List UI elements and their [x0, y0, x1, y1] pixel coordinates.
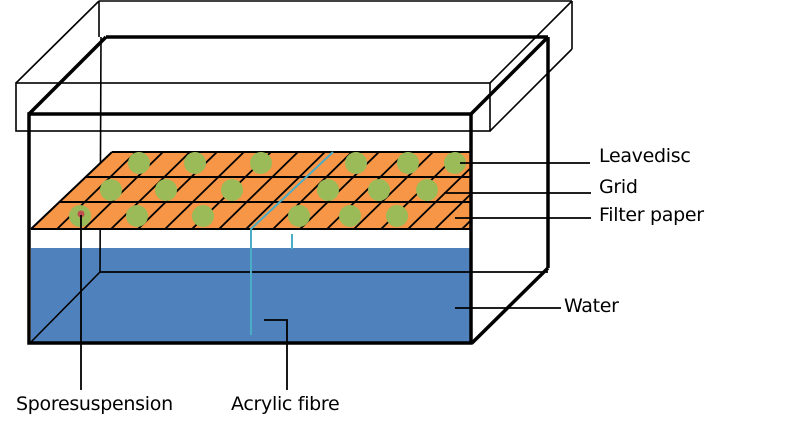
leaf-disc: [155, 179, 177, 201]
label-leavedisc: Leavedisc: [599, 145, 691, 167]
leader-lines: [80, 162, 591, 390]
leaf-disc: [221, 179, 243, 201]
hatch-line: [323, 152, 409, 229]
box-top-right-diagonal: [469, 35, 550, 116]
leaf-disc: [339, 205, 361, 227]
box: [27, 35, 550, 345]
leaf-disc: [128, 152, 150, 174]
box-bottom-right-diagonal: [470, 266, 550, 345]
box-front-face: [27, 112, 473, 345]
leaf-disc: [345, 152, 367, 174]
leaf-disc: [288, 205, 310, 227]
hatch-line: [161, 152, 247, 229]
label-water: Water: [564, 295, 619, 317]
hatch-line: [431, 152, 471, 229]
leaf-disc: [444, 152, 466, 174]
box-back-lines: [30, 36, 548, 343]
hatch-line: [269, 152, 355, 229]
leaf-disc: [317, 179, 339, 201]
leaf-disc: [250, 152, 272, 174]
hatch-line: [296, 152, 382, 229]
label-acrylic-fibre: Acrylic fibre: [231, 393, 340, 415]
acrylic-fibre-strand: [250, 151, 334, 335]
leaf-disc: [184, 152, 206, 174]
hatch-line: [242, 152, 328, 229]
lid-top-left-diagonal: [15, 0, 100, 84]
label-sporesuspension: Sporesuspension: [16, 393, 173, 415]
grid-lines: [30, 151, 471, 230]
hatch-line: [80, 152, 166, 229]
leaf-disc: [126, 205, 148, 227]
lid-bottom-right-diagonal: [489, 48, 573, 132]
hatch-line: [107, 152, 193, 229]
hatch-line: [404, 152, 471, 229]
leaf-disc: [192, 205, 214, 227]
hatch-line: [53, 152, 139, 229]
lid: [15, 0, 573, 132]
lid-front-face: [15, 82, 491, 132]
leader-acrylic-fibre: [264, 319, 288, 390]
filter-paper-left-edge: [30, 151, 113, 230]
label-grid: Grid: [599, 176, 638, 198]
hatch-line: [350, 152, 436, 229]
box-back-left-vertical: [99, 36, 102, 273]
box-top-left-diagonal: [27, 35, 108, 116]
spore-suspension-drop: [77, 210, 85, 218]
acrylic-fibre: [250, 151, 334, 335]
box-bottom-left-diagonal: [30, 271, 101, 343]
leaf-disc: [100, 179, 122, 201]
lid-top-right-diagonal: [489, 0, 573, 84]
leaf-discs: [69, 152, 466, 227]
leaf-disc: [397, 152, 419, 174]
leaf-disc: [368, 179, 390, 201]
hatch-line: [215, 152, 301, 229]
filter-paper: [30, 151, 471, 230]
label-filter-paper: Filter paper: [599, 204, 704, 226]
leaf-disc: [416, 179, 438, 201]
leaf-disc: [386, 205, 408, 227]
